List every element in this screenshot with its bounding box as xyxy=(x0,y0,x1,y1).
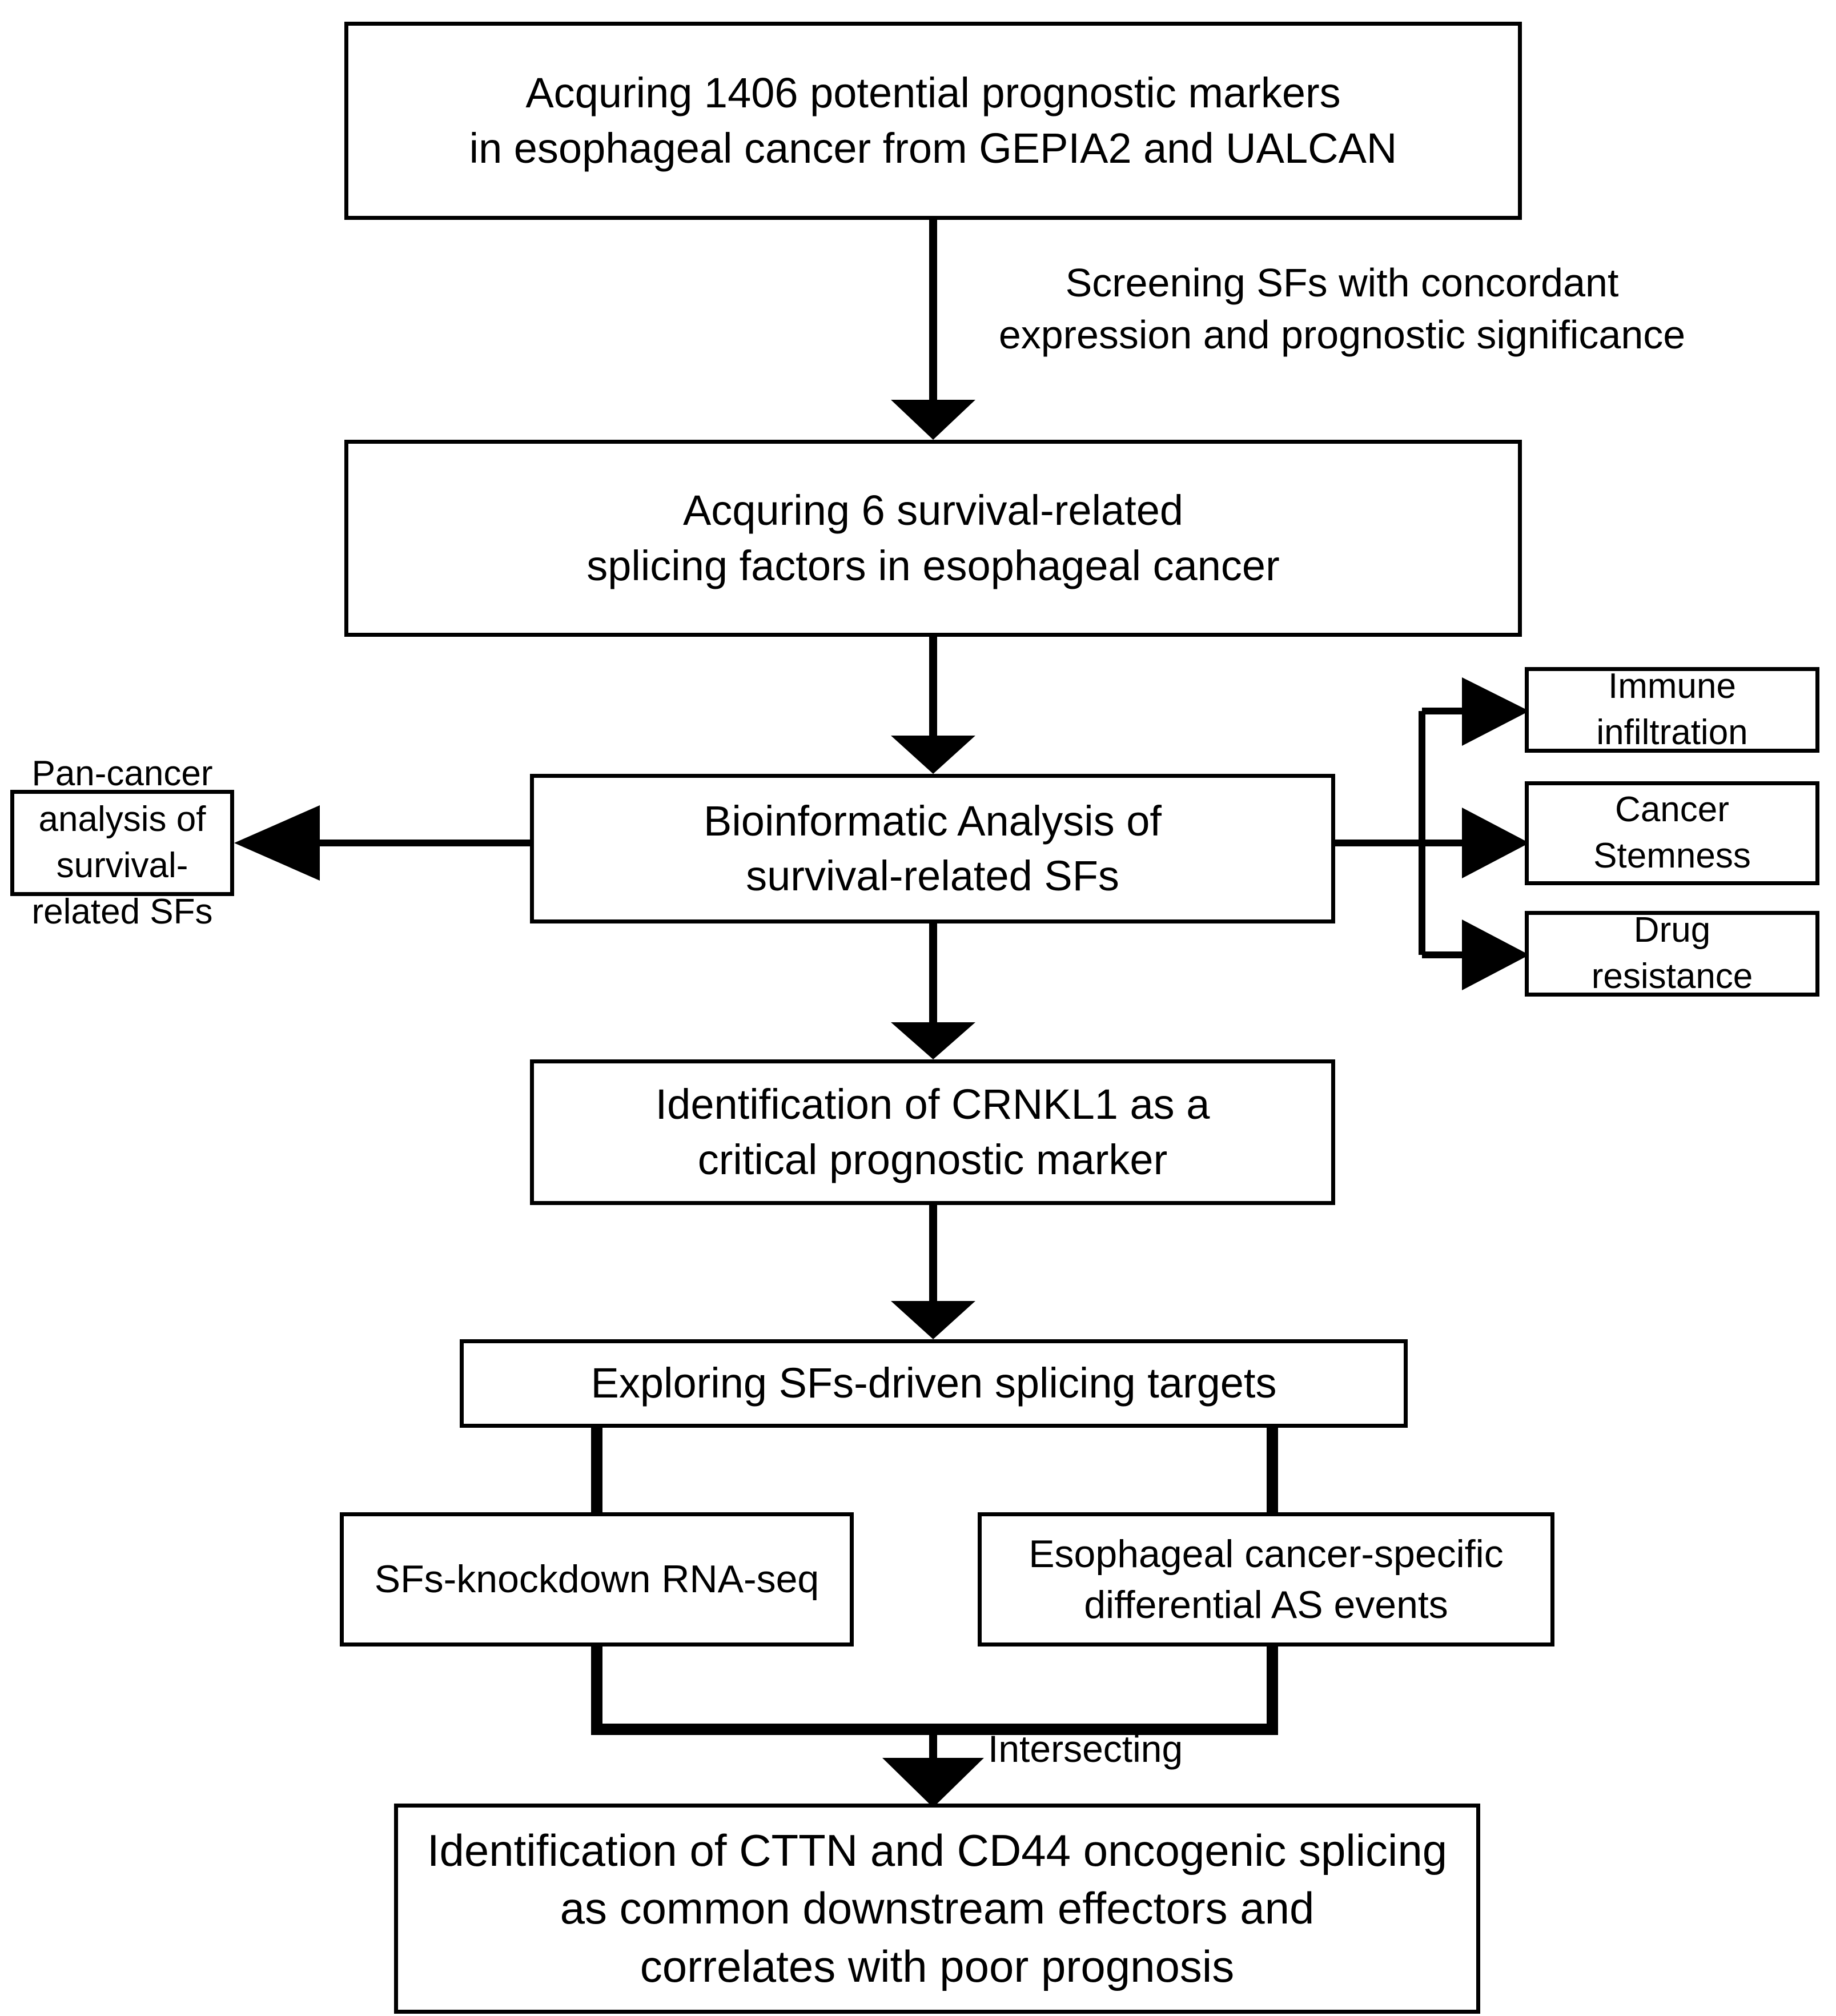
node-sfs-knockdown-rnaseq[interactable]: SFs-knockdown RNA-seq xyxy=(340,1512,854,1646)
node-label: Acquring 1406 potential prognostic marke… xyxy=(469,69,1397,172)
node-differential-as-events[interactable]: Esophageal cancer-specific differential … xyxy=(978,1512,1554,1646)
node-survival-splicing-factors[interactable]: Acquring 6 survival-related splicing fac… xyxy=(344,440,1522,637)
node-label: Immune infiltration xyxy=(1596,666,1748,752)
node-label: Cancer Stemness xyxy=(1593,790,1751,876)
node-exploring-splicing-targets[interactable]: Exploring SFs-driven splicing targets xyxy=(460,1339,1408,1428)
node-cancer-stemness[interactable]: Cancer Stemness xyxy=(1525,781,1819,885)
node-final-identification[interactable]: Identification of CTTN and CD44 oncogeni… xyxy=(394,1804,1480,2014)
arrowhead-sfs-to-bioinfo xyxy=(891,736,975,774)
node-label: SFs-knockdown RNA-seq xyxy=(374,1557,819,1601)
arrowhead-bioinfo-to-pancancer xyxy=(234,805,320,881)
node-label: Acquring 6 survival-related splicing fac… xyxy=(586,487,1280,589)
node-label: Exploring SFs-driven splicing targets xyxy=(590,1359,1277,1407)
arrowhead-markers-to-sfs xyxy=(891,400,975,440)
node-immune-infiltration[interactable]: Immune infiltration xyxy=(1525,666,1819,753)
node-label: Pan-cancer analysis of survival-related … xyxy=(31,753,213,931)
node-drug-resistance[interactable]: Drug resistance xyxy=(1525,910,1819,997)
node-bioinformatic-analysis[interactable]: Bioinformatic Analysis of survival-relat… xyxy=(530,774,1335,923)
arrowhead-crnkl1-to-exploring xyxy=(891,1301,975,1339)
node-acquring-markers[interactable]: Acquring 1406 potential prognostic marke… xyxy=(344,22,1522,220)
arrowhead-bus-to-final xyxy=(882,1758,984,1808)
node-label: Esophageal cancer-specific differential … xyxy=(1029,1532,1504,1627)
node-crnkl1-identification[interactable]: Identification of CRNKL1 as a critical p… xyxy=(530,1059,1335,1205)
node-label: Drug resistance xyxy=(1591,910,1753,996)
node-pan-cancer-analysis[interactable]: Pan-cancer analysis of survival-related … xyxy=(10,754,234,931)
node-label: Identification of CTTN and CD44 oncogeni… xyxy=(427,1825,1448,1991)
node-label: Bioinformatic Analysis of survival-relat… xyxy=(703,797,1162,899)
edge-label-intersecting: Intersecting xyxy=(988,1728,1183,1770)
arrowhead-trunk-to-immune xyxy=(1462,677,1529,746)
arrowhead-bioinfo-to-crnkl1 xyxy=(891,1022,975,1059)
arrowhead-trunk-to-drug xyxy=(1462,919,1529,990)
node-label: Identification of CRNKL1 as a critical p… xyxy=(655,1081,1210,1183)
arrowhead-trunk-to-stemness xyxy=(1462,808,1529,878)
edge-label-screening: Screening SFs with concordant expression… xyxy=(998,260,1686,357)
